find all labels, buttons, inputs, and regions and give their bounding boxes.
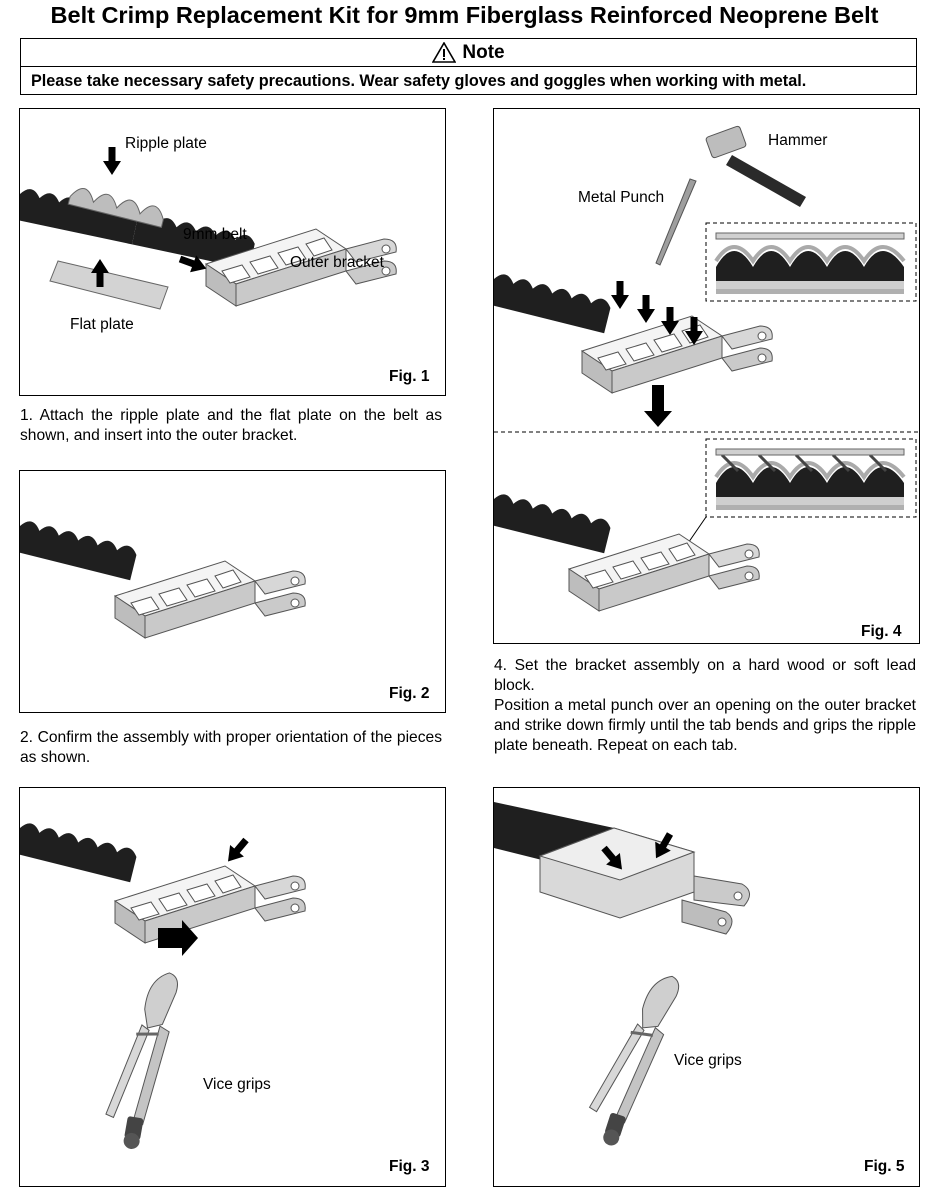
- figure-4-illustration: [494, 125, 919, 612]
- step-4-text-b: Position a metal punch over an opening o…: [494, 697, 916, 754]
- callout-flat-plate: Flat plate: [70, 316, 134, 333]
- callout-outer-bracket: Outer bracket: [290, 254, 384, 271]
- callout-belt: 9mm belt: [183, 226, 247, 243]
- figure-4-label: Fig. 4: [861, 623, 902, 640]
- figure-2-illustration: [20, 519, 306, 639]
- warning-icon: [432, 42, 457, 63]
- step-2-text: 2. Confirm the assembly with proper orie…: [20, 729, 442, 766]
- page-title: Belt Crimp Replacement Kit for 9mm Fiber…: [50, 2, 879, 28]
- hammer-icon: [705, 125, 806, 207]
- figure-5-label: Fig. 5: [864, 1158, 905, 1175]
- callout-ripple-plate: Ripple plate: [125, 135, 207, 152]
- figure-2-label: Fig. 2: [389, 685, 430, 702]
- callout-vice-grips-5: Vice grips: [674, 1052, 742, 1069]
- step-4-text-a: 4. Set the bracket assembly on a hard wo…: [494, 657, 916, 694]
- figure-3-label: Fig. 3: [389, 1158, 430, 1175]
- callout-hammer: Hammer: [768, 132, 828, 149]
- figure-4: Hammer Metal Punch Fig. 4: [493, 108, 920, 644]
- step-1-text: 1. Attach the ripple plate and the flat …: [20, 407, 442, 444]
- callout-metal-punch: Metal Punch: [578, 189, 665, 206]
- figure-1-label: Fig. 1: [389, 368, 430, 385]
- note-heading: Note: [462, 41, 505, 63]
- figure-3: Vice grips Fig. 3: [19, 787, 446, 1187]
- callout-vice-grips: Vice grips: [203, 1076, 271, 1093]
- note-text: Please take necessary safety precautions…: [31, 72, 807, 90]
- safety-note: Note Please take necessary safety precau…: [20, 38, 917, 95]
- figure-3-illustration: [20, 821, 306, 1154]
- figure-2: Fig. 2: [19, 470, 446, 713]
- figure-1: Ripple plate 9mm belt Outer bracket Flat…: [19, 108, 446, 396]
- figure-1-illustration: [20, 147, 397, 310]
- figure-5: Vice grips Fig. 5: [493, 787, 920, 1187]
- note-header: Note: [21, 39, 916, 67]
- figure-5-illustration: [494, 802, 750, 1153]
